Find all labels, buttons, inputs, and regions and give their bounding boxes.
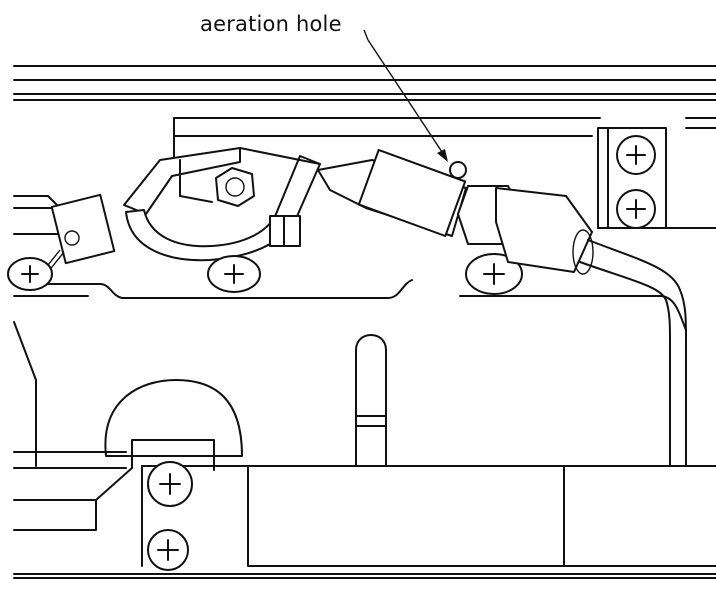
hex-nut (215, 167, 255, 207)
screw-right-top (616, 135, 656, 175)
lower-left-clip (13, 439, 215, 531)
gas-tube (579, 239, 687, 467)
aeration-hole (449, 161, 467, 179)
callout-leader (363, 29, 448, 162)
top-rail (13, 65, 716, 101)
upper-bracket (173, 117, 716, 169)
right-mounting-bracket (597, 127, 716, 229)
screw-left (7, 257, 53, 291)
left-bracket (13, 193, 116, 273)
small-bracket (269, 215, 301, 247)
bottom-rail (13, 573, 716, 579)
vertical-post (355, 334, 387, 467)
screw-lower-lower (147, 529, 189, 571)
aeration-hole-label: aeration hole (200, 12, 342, 36)
lower-housing (141, 465, 716, 567)
screw-lower-upper (147, 461, 193, 507)
screw-middle (207, 255, 261, 293)
screw-center-right (465, 253, 523, 295)
screw-right-bottom (616, 189, 656, 229)
lower-round-component (13, 379, 243, 469)
gas-fitting (317, 149, 594, 275)
